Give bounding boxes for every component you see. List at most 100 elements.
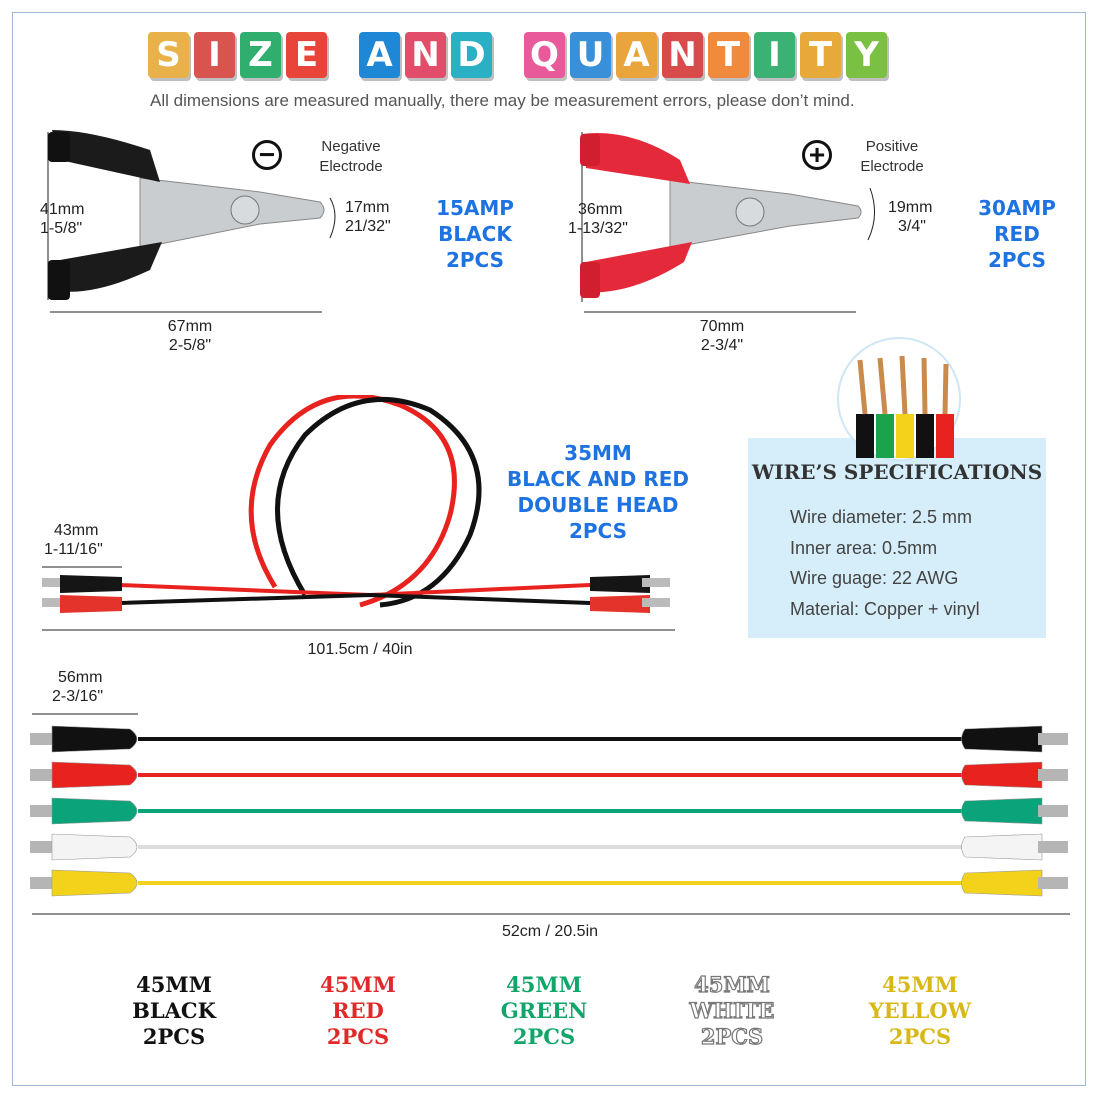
red-clip-spec-amp: 30AMP: [978, 196, 1056, 220]
red-clip-spec-qty: 2PCS: [987, 248, 1047, 272]
title-letter-tile: T: [800, 32, 841, 78]
black-clip-height-in: 1-5/8": [40, 220, 83, 237]
black-clip-length: 67mm 2-5/8": [140, 317, 240, 355]
title-letter-tile: N: [662, 32, 703, 78]
label-green-size: 45MM: [506, 972, 582, 997]
double-head-length: 101.5cm / 40in: [307, 641, 413, 658]
label-white-size: 45MM: [694, 971, 771, 997]
test-lead-clip-size: 56mm 2-3/16": [52, 668, 103, 706]
wire-specifications-list: Wire diameter: 2.5 mm Inner area: 0.5mm …: [790, 502, 980, 624]
label-yellow-leads: 45MM YELLOW 2PCS: [850, 972, 990, 1050]
black-clip-spec-amp: 15AMP: [436, 196, 514, 220]
red-clip-length-mm: 70mm: [699, 318, 745, 335]
black-clip-spec-color: BLACK: [438, 222, 512, 246]
spec-gauge: Wire guage: 22 AWG: [790, 568, 959, 588]
title-letter-tile: S: [148, 32, 189, 78]
label-black-size: 45MM: [136, 972, 212, 997]
page-frame: [12, 12, 1086, 1086]
title-letter-tile: I: [194, 32, 235, 78]
title-letter-tile: D: [451, 32, 492, 78]
title-spacer: [332, 32, 354, 78]
double-head-spec-size: 35MM: [564, 441, 632, 465]
red-clip-spec-color: RED: [994, 222, 1040, 246]
red-alligator-clip-illustration: [580, 132, 875, 313]
wire-specifications-panel: WIRE’S SPECIFICATIONS Wire diameter: 2.5…: [748, 438, 1046, 638]
red-clip-jaw-in: 3/4": [898, 218, 926, 235]
label-yellow-color: YELLOW: [868, 998, 972, 1023]
label-red-color: RED: [332, 998, 384, 1023]
test-lead-black: [30, 725, 1068, 753]
test-lead-length: 52cm / 20.5in: [501, 923, 599, 940]
test-lead-clip-mm: 56mm: [58, 669, 103, 686]
label-yellow-size: 45MM: [882, 972, 958, 997]
black-clip-jaw-mm: 17mm: [345, 199, 390, 216]
positive-sign-icon: +: [802, 140, 832, 170]
black-clip-jaw-in: 21/32": [345, 218, 391, 235]
label-green-leads: 45MM GREEN 2PCS: [474, 972, 614, 1050]
black-alligator-clip-illustration: [47, 130, 336, 313]
title-letter-tile: Y: [846, 32, 887, 78]
label-black-qty: 2PCS: [142, 1024, 206, 1049]
title-letter-tile: Z: [240, 32, 281, 78]
label-red-size: 45MM: [320, 972, 396, 997]
double-head-spec-type: DOUBLE HEAD: [517, 493, 679, 517]
black-clip-length-in: 2-5/8": [168, 337, 212, 354]
double-head-clip-in: 1-11/16": [44, 541, 103, 558]
black-clip-spec-qty: 2PCS: [445, 248, 505, 272]
test-leads-illustration: [30, 713, 1070, 915]
title-letter-tile: A: [359, 32, 400, 78]
test-lead-green: [30, 797, 1068, 825]
positive-electrode-label: Positive Electrode: [842, 137, 942, 177]
red-clip-height-mm: 36mm: [578, 201, 623, 218]
label-green-color: GREEN: [500, 998, 588, 1023]
title-letter-tile: E: [286, 32, 327, 78]
label-black-leads: 45MM BLACK 2PCS: [104, 972, 244, 1050]
spec-diameter: Wire diameter: 2.5 mm: [790, 507, 973, 527]
wire-specifications-title: WIRE’S SPECIFICATIONS: [751, 460, 1043, 484]
test-lead-yellow: [30, 869, 1068, 897]
label-white-color: WHITE: [689, 997, 775, 1023]
title-letter-tile: T: [708, 32, 749, 78]
black-clip-spec: 15AMP BLACK 2PCS: [420, 195, 530, 273]
double-head-spec: 35MM BLACK AND RED DOUBLE HEAD 2PCS: [500, 440, 696, 544]
label-yellow-qty: 2PCS: [888, 1024, 952, 1049]
black-clip-length-mm: 67mm: [167, 318, 213, 335]
negative-sign-icon: −: [252, 140, 282, 170]
red-clip-spec: 30AMP RED 2PCS: [962, 195, 1072, 273]
negative-electrode-line2: Electrode: [319, 158, 383, 175]
red-clip-height: 36mm 1-13/32": [568, 200, 628, 238]
red-clip-length-in: 2-3/4": [700, 337, 744, 354]
label-green-qty: 2PCS: [512, 1024, 576, 1049]
label-red-qty: 2PCS: [326, 1024, 390, 1049]
positive-electrode-line2: Electrode: [860, 158, 924, 175]
double-head-clip-size: 43mm 1-11/16": [44, 521, 103, 559]
red-clip-length: 70mm 2-3/4": [672, 317, 772, 355]
negative-electrode-label: Negative Electrode: [298, 137, 404, 177]
wire-cross-section-icon: [837, 337, 961, 461]
double-head-spec-qty: 2PCS: [568, 519, 628, 543]
spec-material: Material: Copper + vinyl: [790, 598, 980, 619]
title-letter-tile: N: [405, 32, 446, 78]
label-black-color: BLACK: [132, 998, 216, 1023]
title-letter-tile: I: [754, 32, 795, 78]
double-head-lead-illustration: [42, 395, 675, 631]
red-clip-jaw: 19mm 3/4": [888, 198, 932, 236]
black-clip-jaw: 17mm 21/32": [345, 198, 391, 236]
black-clip-height-mm: 41mm: [40, 201, 85, 218]
title-letter-tile: A: [616, 32, 657, 78]
title-spacer: [497, 32, 519, 78]
red-clip-jaw-mm: 19mm: [888, 199, 933, 216]
test-lead-red: [30, 761, 1068, 789]
label-red-leads: 45MM RED 2PCS: [288, 972, 428, 1050]
title-letter-tile: U: [570, 32, 611, 78]
title-letter-tile: Q: [524, 32, 565, 78]
label-white-leads: 45MM WHITE 2PCS: [662, 971, 802, 1050]
measurement-disclaimer: All dimensions are measured manually, th…: [150, 91, 855, 110]
negative-electrode-line1: Negative: [321, 138, 381, 155]
red-clip-height-in: 1-13/32": [568, 220, 628, 237]
double-head-clip-mm: 43mm: [54, 522, 99, 539]
double-head-spec-color: BLACK AND RED: [506, 467, 690, 491]
test-lead-clip-in: 2-3/16": [52, 688, 104, 705]
test-lead-white: [30, 833, 1068, 861]
